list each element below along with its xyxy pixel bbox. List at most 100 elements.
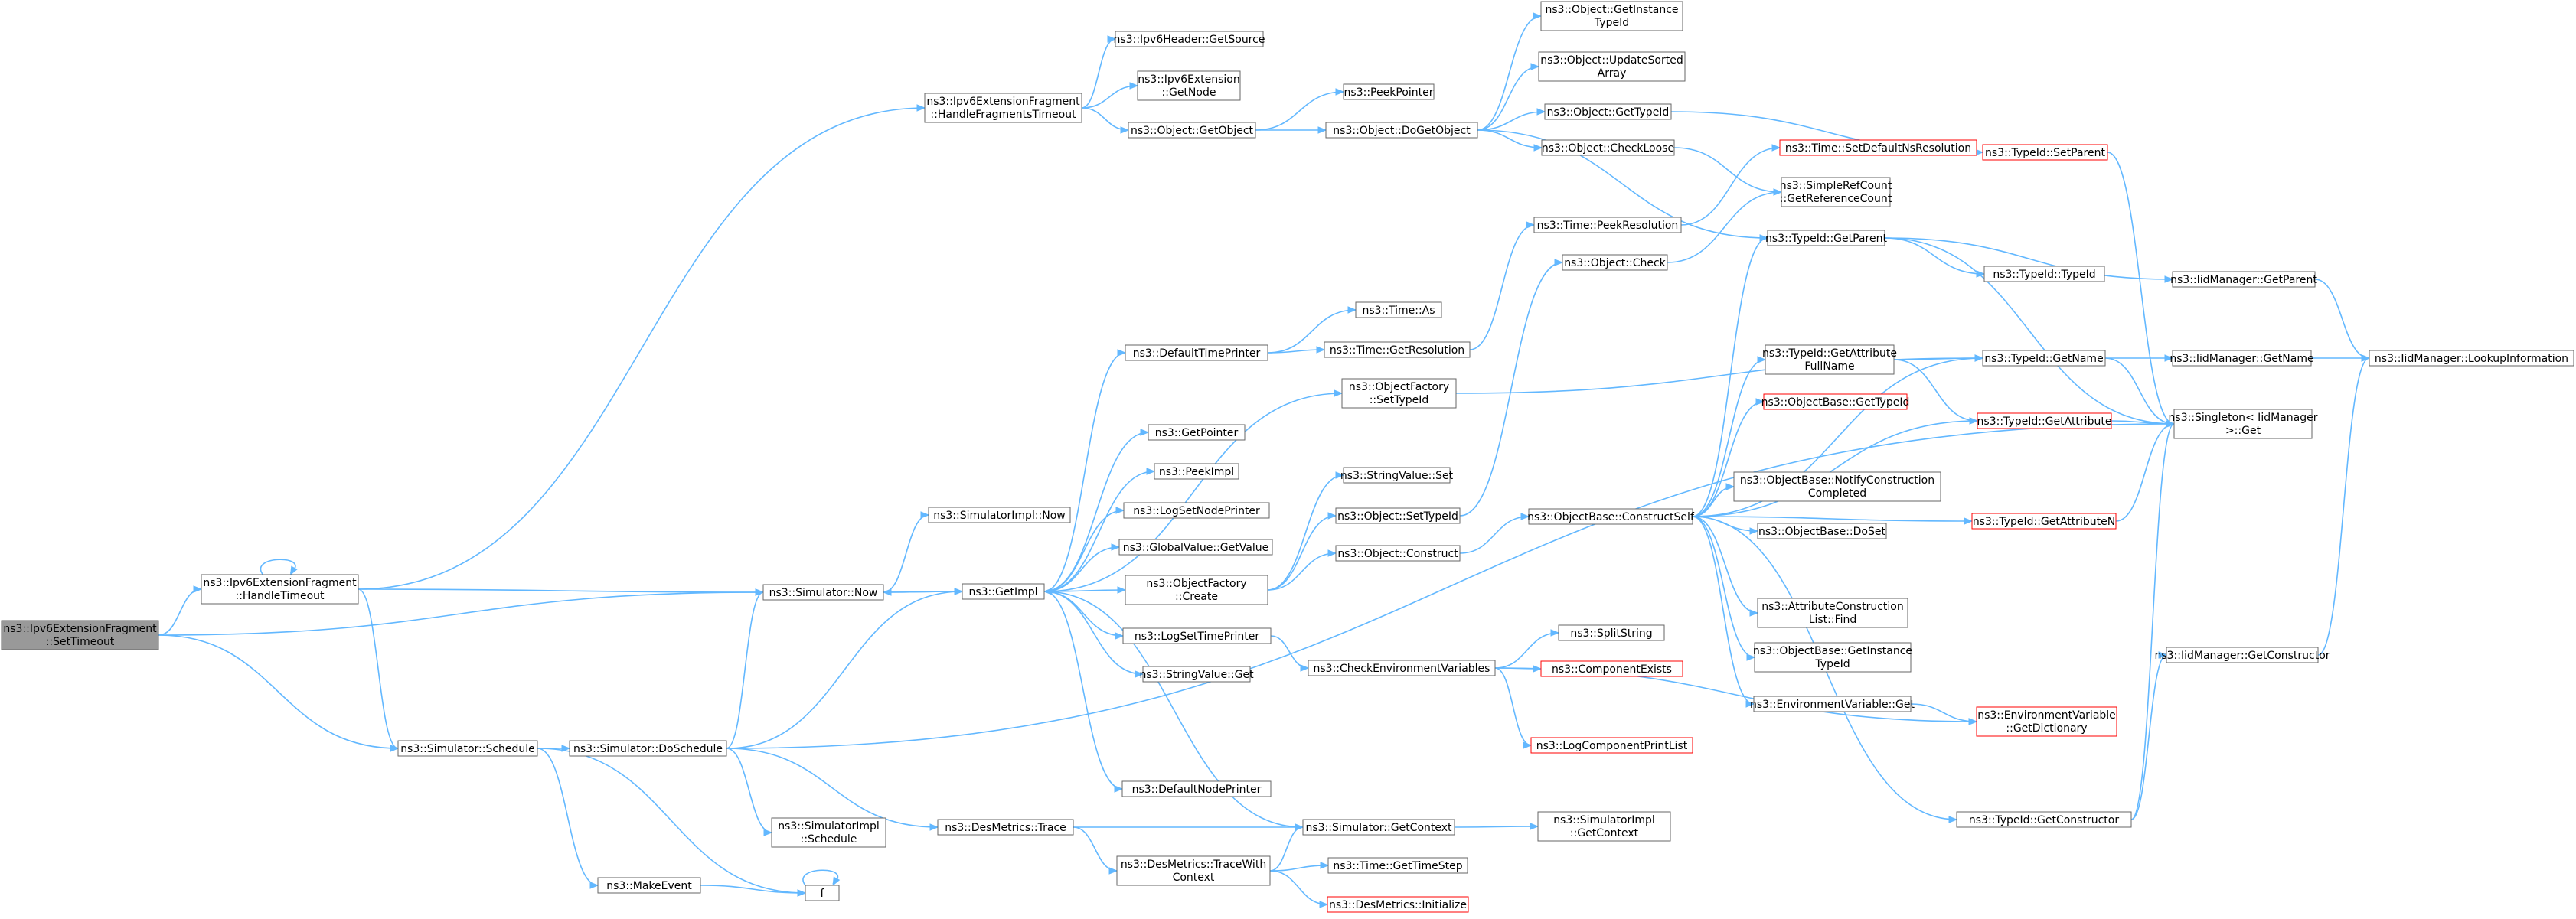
edge-arrowhead [1749, 527, 1759, 535]
node-getImpl[interactable]: ns3::GetImpl [962, 583, 1045, 600]
node-box [1956, 811, 2132, 828]
node-simImplNow[interactable]: ns3::SimulatorImpl::Now [928, 507, 1071, 523]
node-timeGetTimeStep[interactable]: ns3::Time::GetTimeStep [1327, 857, 1468, 874]
node-timeAs[interactable]: ns3::Time::As [1355, 301, 1442, 318]
node-setTimeout[interactable]: ns3::Ipv6ExtensionFragment::SetTimeout [1, 620, 159, 650]
node-stringValueSet[interactable]: ns3::StringValue::Set [1340, 467, 1454, 484]
edge-simSchedule-to-makeEvent [537, 748, 599, 889]
node-objBaseGetTypeId[interactable]: ns3::ObjectBase::GetTypeId [1761, 393, 1910, 410]
node-getPointer[interactable]: ns3::GetPointer [1148, 424, 1246, 441]
edge-arrowhead [1115, 507, 1125, 514]
edge-arrowhead [1964, 517, 1974, 525]
edge-arrowhead [1969, 417, 1979, 425]
edge-arrowhead [1746, 653, 1756, 661]
node-objGetObject[interactable]: ns3::Object::GetObject [1128, 122, 1256, 139]
node-handleTimeout[interactable]: ns3::Ipv6ExtensionFragment::HandleTimeou… [201, 574, 359, 605]
edge-arrowhead [2166, 420, 2176, 428]
node-simSchedule[interactable]: ns3::Simulator::Schedule [397, 740, 538, 757]
node-box [1983, 266, 2105, 282]
node-objFactorySetTypeId[interactable]: ns3::ObjectFactory::SetTypeId [1341, 378, 1457, 409]
node-objFactoryCreate[interactable]: ns3::ObjectFactory::Create [1125, 575, 1268, 605]
node-objBaseDoSet[interactable]: ns3::ObjectBase::DoSet [1757, 523, 1887, 539]
edge-line [358, 107, 926, 590]
node-box [1341, 378, 1457, 409]
node-label: ns3::TypeId::GetName [1984, 353, 2103, 365]
node-label: ns3::DefaultTimePrinter [1133, 347, 1261, 360]
node-makeEvent[interactable]: ns3::MakeEvent [597, 877, 701, 894]
node-logSetTimePrinter[interactable]: ns3::LogSetTimePrinter [1122, 627, 1272, 644]
node-simpleRefCount[interactable]: ns3::SimpleRefCount::GetReferenceCount [1780, 177, 1892, 207]
node-typeIdGetAttribute[interactable]: ns3::TypeId::GetAttribute [1977, 412, 2112, 429]
node-envVarGetDict[interactable]: ns3::EnvironmentVariable::GetDictionary [1976, 706, 2117, 737]
node-simGetContext[interactable]: ns3::Simulator::GetContext [1302, 819, 1455, 836]
node-simImplSchedule[interactable]: ns3::SimulatorImpl::Schedule [771, 817, 886, 848]
node-objDoGetObject[interactable]: ns3::Object::DoGetObject [1325, 122, 1478, 139]
edge-handleFragTimeout-to-ipv6HeaderGetSource [1081, 35, 1117, 109]
node-objConstruct[interactable]: ns3::Object::Construct [1335, 545, 1461, 562]
node-globalValueGetValue[interactable]: ns3::GlobalValue::GetValue [1118, 539, 1273, 556]
node-label: ns3::IidManager::LookupInformation [2375, 353, 2568, 365]
node-peekImpl[interactable]: ns3::PeekImpl [1154, 463, 1239, 480]
node-envVarGet[interactable]: ns3::EnvironmentVariable::Get [1750, 696, 1915, 712]
node-objGetTypeId[interactable]: ns3::Object::GetTypeId [1544, 103, 1672, 120]
node-typeIdGetAttributeN[interactable]: ns3::TypeId::GetAttributeN [1971, 513, 2117, 530]
edge-line [1692, 237, 1768, 517]
node-simNow[interactable]: ns3::Simulator::Now [762, 584, 884, 601]
node-box [1540, 1, 1683, 31]
node-box [2172, 271, 2316, 288]
node-desMetricsInitialize[interactable]: ns3::DesMetrics::Initialize [1327, 896, 1469, 913]
edge-arrowhead [589, 882, 599, 889]
node-typeIdTypeId[interactable]: ns3::TypeId::TypeId [1983, 266, 2105, 282]
node-typeIdSetParent[interactable]: ns3::TypeId::SetParent [1982, 144, 2108, 161]
node-iidGetConstructor[interactable]: ns3::IidManager::GetConstructor [2154, 647, 2330, 663]
node-objCheckLoose[interactable]: ns3::Object::CheckLoose [1541, 139, 1675, 156]
edge-line [158, 588, 202, 636]
edge-simNow-to-simImplNow [883, 511, 930, 593]
node-objCheck[interactable]: ns3::Object::Check [1562, 254, 1668, 271]
node-defaultNodePrinter[interactable]: ns3::DefaultNodePrinter [1121, 780, 1272, 797]
node-objBaseNotify[interactable]: ns3::ObjectBase::NotifyConstructionCompl… [1733, 471, 1941, 502]
node-componentExists[interactable]: ns3::ComponentExists [1540, 660, 1683, 677]
node-singletonGet[interactable]: ns3::Singleton< IidManager >::Get [2169, 409, 2318, 439]
edge-arrowhead [929, 823, 939, 831]
edge-checkEnvVars-to-splitString [1494, 629, 1560, 669]
node-label: ns3::ObjectBase::ConstructSelf [1527, 511, 1695, 523]
edge-objCheck-to-simpleRefCount [1667, 188, 1783, 263]
node-label: ns3::SimulatorImpl [778, 820, 880, 833]
node-logComponentPrintList[interactable]: ns3::LogComponentPrintList [1530, 737, 1693, 754]
node-desMetricsTrace[interactable]: ns3::DesMetrics::Trace [937, 819, 1074, 836]
node-iidGetName[interactable]: ns3::IidManager::GetName [2170, 350, 2314, 367]
node-objSetTypeId[interactable]: ns3::Object::SetTypeId [1335, 507, 1461, 524]
node-typeIdGetParent[interactable]: ns3::TypeId::GetParent [1765, 230, 1887, 246]
node-label: ns3::Object::SetTypeId [1337, 510, 1458, 523]
node-timeGetResolution[interactable]: ns3::Time::GetResolution [1324, 341, 1471, 358]
node-iidGetParent[interactable]: ns3::IidManager::GetParent [2170, 271, 2317, 288]
node-peekPointer[interactable]: ns3::PeekPointer [1343, 83, 1435, 100]
node-ipv6ExtGetNode[interactable]: ns3::Ipv6Extension::GetNode [1137, 70, 1241, 101]
node-ipv6HeaderGetSource[interactable]: ns3::Ipv6Header::GetSource [1114, 31, 1265, 47]
node-stringValueGet[interactable]: ns3::StringValue::Get [1139, 666, 1254, 683]
node-simDoSchedule[interactable]: ns3::Simulator::DoSchedule [569, 740, 727, 757]
node-f[interactable]: f [805, 885, 840, 901]
node-logSetNodePrinter[interactable]: ns3::LogSetNodePrinter [1123, 502, 1270, 519]
node-timePeekResolution[interactable]: ns3::Time::PeekResolution [1533, 217, 1682, 233]
node-splitString[interactable]: ns3::SplitString [1558, 624, 1665, 641]
node-timeSetDefaultNs[interactable]: ns3::Time::SetDefaultNsResolution [1779, 139, 1977, 156]
node-objBaseConstructSelf[interactable]: ns3::ObjectBase::ConstructSelf [1527, 508, 1695, 525]
node-simImplGetContext[interactable]: ns3::SimulatorImpl::GetContext [1537, 811, 1671, 842]
node-iidLookupInfo[interactable]: ns3::IidManager::LookupInformation [2369, 350, 2574, 367]
node-defaultTimePrinter[interactable]: ns3::DefaultTimePrinter [1125, 344, 1268, 361]
edge-line [1270, 635, 1309, 669]
node-typeIdGetName[interactable]: ns3::TypeId::GetName [1982, 350, 2106, 367]
node-typeIdGetConstructor[interactable]: ns3::TypeId::GetConstructor [1956, 811, 2132, 828]
edge-arrowhead [1117, 586, 1127, 594]
node-checkEnvVars[interactable]: ns3::CheckEnvironmentVariables [1308, 660, 1496, 676]
edge-defaultTimePrinter-to-timeAs [1267, 306, 1357, 354]
node-handleFragTimeout[interactable]: ns3::Ipv6ExtensionFragment::HandleFragme… [924, 93, 1082, 123]
